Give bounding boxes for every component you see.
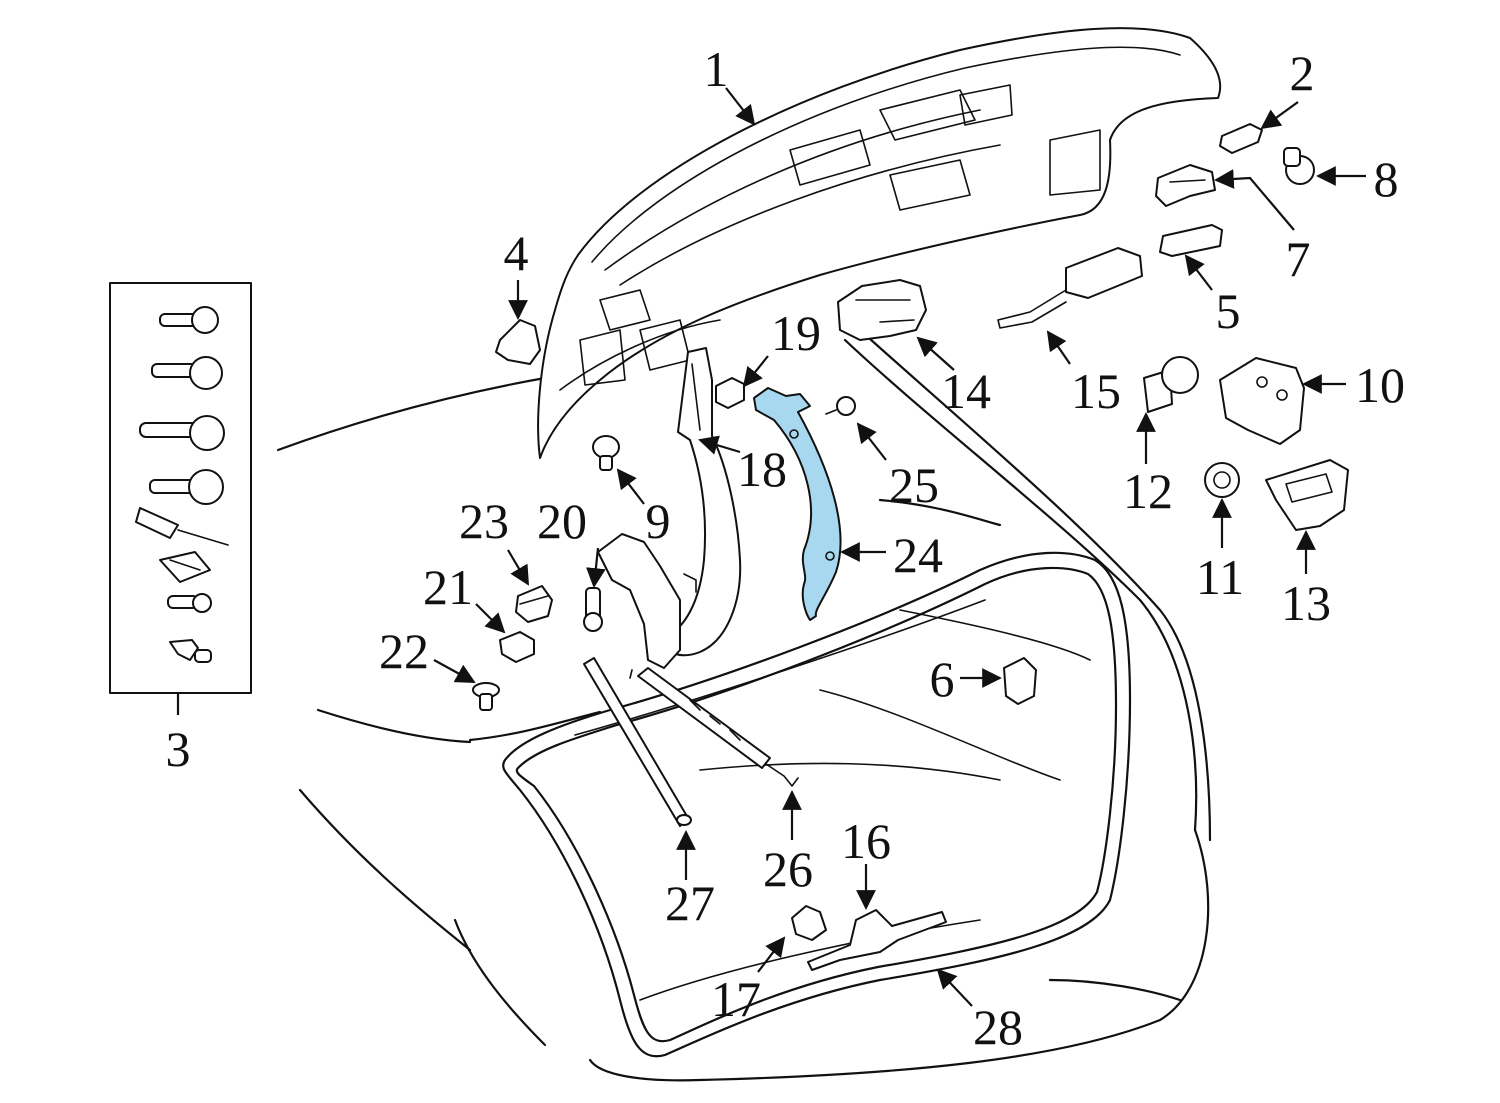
callout-22: 22 [379, 623, 429, 679]
callout-10: 10 [1355, 357, 1405, 413]
rivet [135, 507, 229, 546]
callout-24: 24 [893, 527, 943, 583]
part-26-strut [629, 667, 799, 787]
callout-15: 15 [1071, 363, 1121, 419]
callout-11: 11 [1196, 549, 1244, 605]
part-22-screw [472, 682, 500, 711]
part-2-pad [1219, 123, 1263, 154]
callout-7: 7 [1286, 231, 1311, 287]
part-23-bushing [515, 585, 553, 623]
fastener-kit-box-3 [109, 282, 252, 715]
callout-5: 5 [1216, 283, 1241, 339]
part-5-pad [1159, 224, 1223, 257]
callout-27: 27 [665, 875, 715, 931]
part-11-nut [1204, 462, 1240, 498]
trunk-lid-1 [537, 27, 1222, 459]
callout-3: 3 [166, 721, 191, 777]
bolt-1 [159, 306, 219, 334]
part-14-latch [837, 279, 927, 341]
callout-9: 9 [646, 493, 671, 549]
part-25-clip [825, 396, 856, 416]
part-24-trim-highlighted [753, 387, 842, 621]
callout-17: 17 [711, 971, 761, 1027]
part-4-bumper [495, 319, 541, 365]
callout-14: 14 [941, 363, 991, 419]
leader-lines [433, 87, 1366, 1007]
part-6-bumper [1003, 657, 1037, 705]
part-7-bracket [1155, 164, 1216, 207]
callout-28: 28 [973, 999, 1023, 1055]
callout-1: 1 [704, 41, 729, 97]
clip-nut [159, 551, 211, 583]
part-16-striker [807, 909, 947, 971]
callout-2: 2 [1290, 45, 1315, 101]
part-27-strut [583, 657, 692, 827]
part-19-clip [715, 377, 745, 409]
bolt-2 [151, 356, 223, 390]
callout-25: 25 [889, 457, 939, 513]
callout-6: 6 [930, 651, 955, 707]
part-15-lock-actuator [997, 247, 1143, 329]
callout-23: 23 [459, 493, 509, 549]
part-13-handle [1265, 459, 1349, 531]
bolt-5 [167, 593, 212, 613]
vehicle-body [276, 328, 1212, 1082]
callout-labels: 1 2 3 4 5 6 7 8 9 10 11 12 13 14 15 16 1… [166, 41, 1406, 1055]
callout-18: 18 [737, 441, 787, 497]
callout-26: 26 [763, 841, 813, 897]
part-12-switch [1143, 356, 1199, 413]
callout-21: 21 [423, 559, 473, 615]
callout-16: 16 [841, 813, 891, 869]
callout-4: 4 [504, 225, 529, 281]
callout-19: 19 [771, 305, 821, 361]
part-hinge-bracket [597, 533, 697, 669]
part-8-bumper [1283, 147, 1315, 185]
callout-12: 12 [1123, 463, 1173, 519]
bolt-4 [149, 469, 224, 505]
part-10-bracket [1219, 357, 1305, 445]
part-17-bumper [791, 905, 827, 941]
bolt-3 [139, 415, 225, 451]
part-9-clip [592, 435, 620, 471]
pin-fastener [169, 639, 212, 663]
part-20-bolt [583, 587, 603, 632]
callout-20: 20 [537, 493, 587, 549]
callout-8: 8 [1374, 151, 1399, 207]
callout-13: 13 [1281, 575, 1331, 631]
part-21-nut [499, 631, 535, 663]
